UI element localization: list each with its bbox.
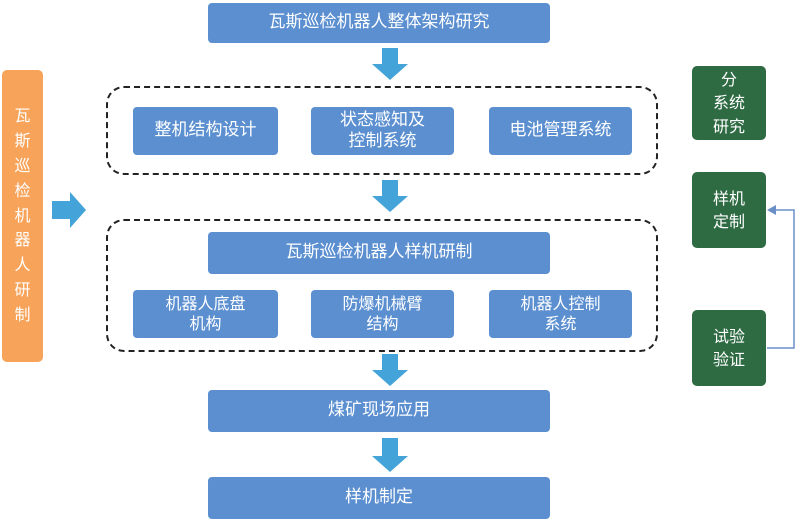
down-arrow-4 xyxy=(372,438,408,472)
prototype-part-control: 机器人控制 系统 xyxy=(489,290,632,338)
prototype-group-frame xyxy=(106,219,658,352)
prototype-part-arm: 防爆机械臂 结构 xyxy=(311,290,454,338)
prototype-custom-side-box: 样机 定制 xyxy=(692,172,766,248)
architecture-research-box: 瓦斯巡检机器人整体架构研究 xyxy=(208,3,550,43)
feedback-connector xyxy=(767,209,795,349)
right-arrow xyxy=(52,192,86,228)
subsystem-structure-design: 整机结构设计 xyxy=(133,107,278,155)
subsystem-group-frame xyxy=(106,86,658,175)
subsystem-sensing-control: 状态感知及 控制系统 xyxy=(311,107,454,155)
field-application-box: 煤矿现场应用 xyxy=(208,390,550,432)
test-verification-side-box: 试验 验证 xyxy=(692,310,766,386)
prototype-finalize-box: 样机制定 xyxy=(208,477,550,519)
subsystem-research-side-box: 分 系统 研究 xyxy=(692,66,766,140)
down-arrow-3 xyxy=(372,354,408,386)
feedback-arrowhead xyxy=(767,205,776,215)
down-arrow-2 xyxy=(372,180,408,212)
down-arrow-1 xyxy=(372,48,408,80)
prototype-part-chassis: 机器人底盘 机构 xyxy=(133,290,278,338)
prototype-development-box: 瓦斯巡检机器人样机研制 xyxy=(208,232,550,274)
robot-development-side-box: 瓦 斯 巡 检 机 器 人 研 制 xyxy=(2,70,43,362)
subsystem-battery-management: 电池管理系统 xyxy=(489,107,632,155)
